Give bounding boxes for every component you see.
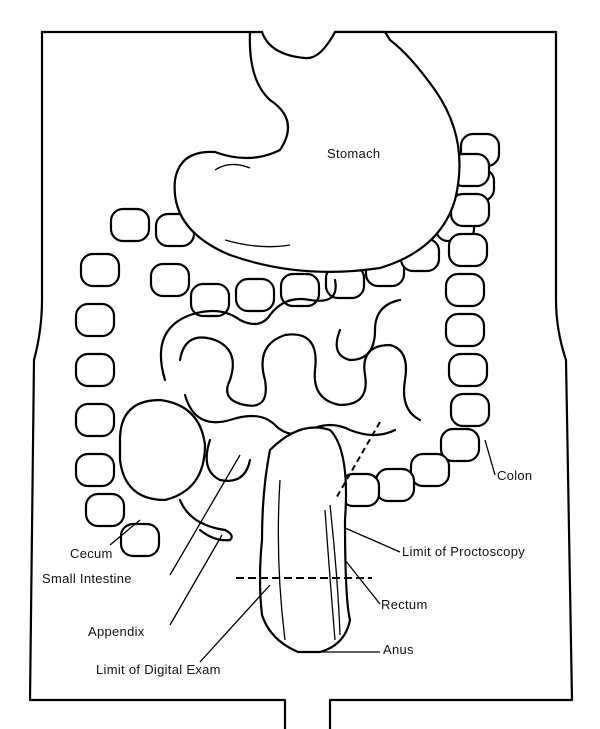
colon-segment [447,352,489,388]
small-intestine [159,278,422,482]
appendix [178,498,233,542]
colon-segment [444,312,486,348]
colon-segment [109,207,151,243]
colon-segment [449,392,491,428]
label-rectum: Rectum [381,597,428,612]
colon-segment [447,232,489,268]
colon-segment [74,302,116,338]
colon-segment [449,192,491,228]
colon-segment [84,492,126,528]
body-outline-right [328,30,574,729]
colon [74,132,501,558]
colon-segment [279,272,321,308]
label-cecum: Cecum [70,546,113,561]
label-limit-of-digital-exam: Limit of Digital Exam [96,662,221,677]
colon-segment [234,277,276,313]
colon-segment [374,467,416,503]
colon-segment [189,282,231,318]
colon-segment [74,352,116,388]
label-small-intestine: Small Intestine [42,571,132,586]
stomach [173,30,461,273]
colon-segment [444,272,486,308]
colon-segment [409,452,451,488]
colon-segment [439,427,481,463]
label-anus: Anus [383,642,414,657]
colon-segment [119,522,161,558]
label-appendix: Appendix [88,624,145,639]
label-stomach: Stomach [327,146,381,161]
body-outline [28,30,287,729]
rectum [258,426,352,654]
colon-segment [74,402,116,438]
label-colon: Colon [497,468,533,483]
colon-segment [149,262,191,298]
cecum [118,398,207,502]
proctoscopy-limit-line [334,421,381,501]
colon-segment [79,252,121,288]
leader-lines [109,439,496,663]
label-limit-of-proctoscopy: Limit of Proctoscopy [402,544,526,559]
colon-segment [74,452,116,488]
